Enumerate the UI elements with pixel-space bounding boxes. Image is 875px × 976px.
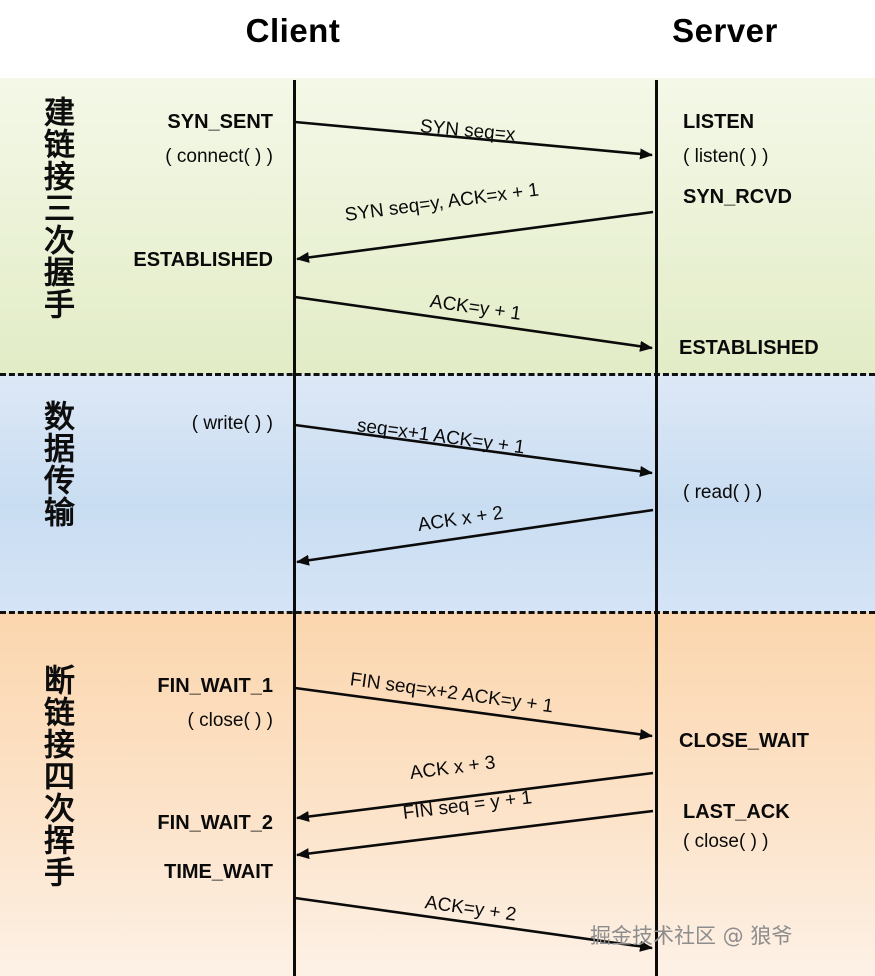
- lifeline-client: [293, 80, 296, 976]
- phase-divider-transfer-teardown: [0, 611, 875, 614]
- server-call-close: ( close( ) ): [683, 831, 769, 852]
- phase-label-handshake: 建链接三次握手: [38, 96, 74, 320]
- server-call-listen: ( listen( ) ): [683, 146, 769, 167]
- phase-label-transfer: 数据传输: [38, 400, 74, 528]
- client-state-time-wait: TIME_WAIT: [164, 861, 273, 883]
- column-header-client: Client: [245, 12, 341, 49]
- server-state-established: ESTABLISHED: [679, 337, 819, 359]
- server-state-last-ack: LAST_ACK: [683, 801, 790, 823]
- client-call-close: ( close( ) ): [187, 710, 274, 731]
- client-state-established: ESTABLISHED: [133, 249, 273, 271]
- phase-label-teardown: 断链接四次挥手: [38, 664, 74, 888]
- client-state-syn-sent: SYN_SENT: [167, 111, 273, 133]
- phase-band-transfer: [0, 374, 875, 612]
- watermark: 掘金技术社区 @ 狼爷: [590, 924, 793, 948]
- lifeline-server: [655, 80, 658, 976]
- client-state-fin-wait-1: FIN_WAIT_1: [157, 675, 273, 697]
- server-state-close-wait: CLOSE_WAIT: [679, 730, 810, 752]
- server-state-syn-rcvd: SYN_RCVD: [683, 186, 792, 208]
- client-state-fin-wait-2: FIN_WAIT_2: [157, 812, 273, 834]
- client-call-connect: ( connect( ) ): [165, 146, 273, 167]
- server-call-read: ( read( ) ): [683, 482, 763, 503]
- client-call-write: ( write( ) ): [191, 413, 273, 434]
- phase-divider-handshake-transfer: [0, 373, 875, 376]
- server-state-listen: LISTEN: [683, 111, 755, 133]
- column-header-server: Server: [672, 12, 778, 49]
